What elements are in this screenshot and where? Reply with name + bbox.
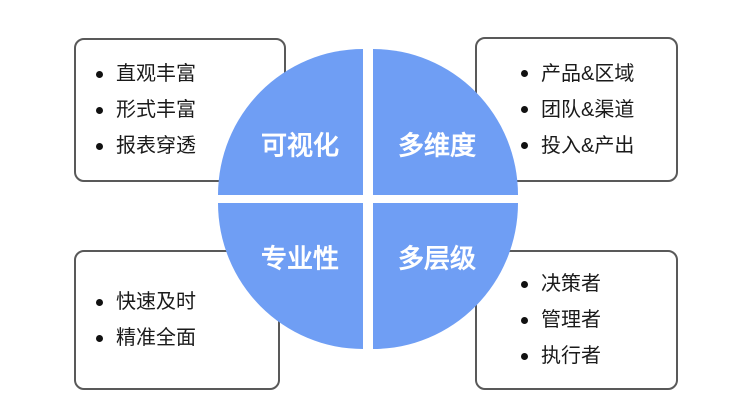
list-item-label: 快速及时 [116, 291, 196, 313]
list-item: 产品&区域 [521, 64, 676, 84]
bullet-icon [521, 142, 528, 149]
list-item-label: 决策者 [541, 273, 601, 295]
list-item-label: 形式丰富 [116, 99, 196, 121]
quadrant-label-levels: 多层级 [397, 243, 477, 274]
quadrant-label-professional: 专业性 [260, 243, 340, 274]
quadrant-label-visualization: 可视化 [260, 130, 340, 161]
quadrant-top-right [373, 49, 518, 195]
feature-box-levels: 决策者管理者执行者 [475, 250, 678, 390]
quadrant-label-dimensions: 多维度 [397, 130, 477, 161]
bullet-icon [521, 280, 528, 288]
bullet-icon [521, 70, 528, 77]
quadrant-circle: 可视化 多维度 专业性 多层级 [218, 49, 518, 349]
list-item-label: 管理者 [541, 309, 601, 331]
list-item-label: 产品&区域 [541, 62, 635, 85]
bullet-icon [96, 106, 103, 114]
quadrant-bottom-left [218, 203, 363, 349]
list-item-label: 执行者 [541, 345, 601, 367]
feature-list-levels: 决策者管理者执行者 [477, 252, 676, 388]
feature-list-visualization: 直观丰富形式丰富报表穿透 [76, 40, 284, 180]
quadrant-bottom-right [373, 203, 518, 349]
list-item: 决策者 [521, 274, 676, 294]
list-item: 直观丰富 [96, 64, 284, 84]
bullet-icon [521, 316, 528, 324]
list-item-label: 直观丰富 [116, 63, 196, 85]
bullet-icon [96, 298, 103, 306]
quadrant-top-left [218, 49, 363, 195]
list-item-label: 报表穿透 [116, 135, 196, 157]
list-item: 投入&产出 [521, 136, 676, 156]
list-item-label: 投入&产出 [541, 134, 635, 157]
feature-list-professional: 快速及时精准全面 [76, 252, 278, 388]
feature-list-dimensions: 产品&区域团队&渠道投入&产出 [477, 39, 676, 180]
list-item: 执行者 [521, 346, 676, 366]
bullet-icon [96, 142, 103, 150]
bullet-icon [521, 106, 528, 113]
list-item: 快速及时 [96, 292, 278, 312]
list-item: 团队&渠道 [521, 100, 676, 120]
list-item: 报表穿透 [96, 136, 284, 156]
list-item: 形式丰富 [96, 100, 284, 120]
bullet-icon [521, 352, 528, 360]
list-item: 管理者 [521, 310, 676, 330]
list-item: 精准全面 [96, 328, 278, 348]
bullet-icon [96, 334, 103, 342]
list-item-label: 团队&渠道 [541, 98, 635, 121]
list-item-label: 精准全面 [116, 327, 196, 349]
bullet-icon [96, 70, 103, 78]
